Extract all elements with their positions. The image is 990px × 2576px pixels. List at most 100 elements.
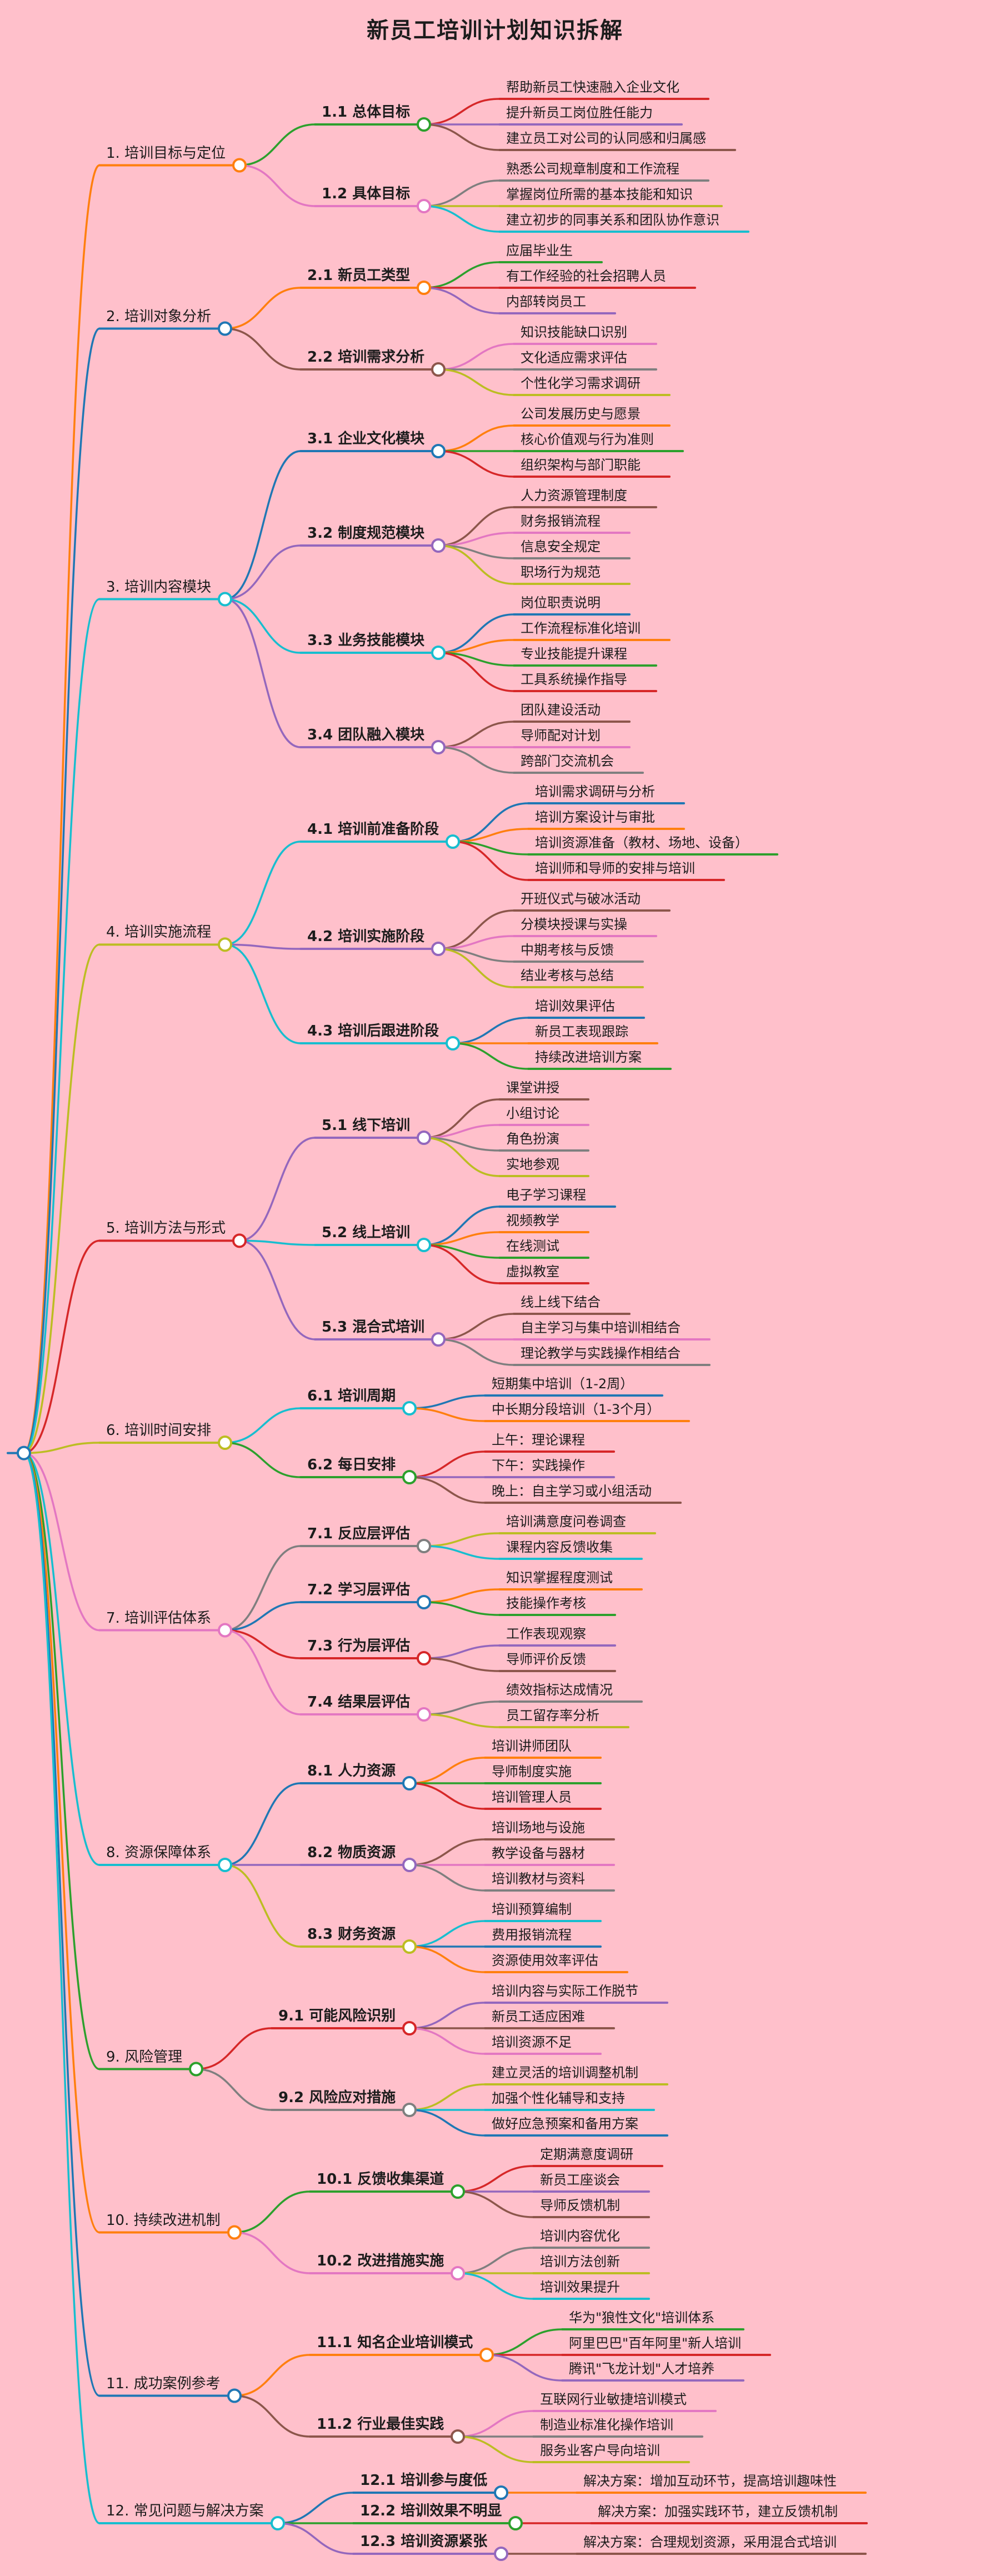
node-junction-dot[interactable] [227,2388,242,2403]
node-junction-dot[interactable] [431,646,446,660]
leaf-label[interactable]: 上午：理论课程 [492,1432,585,1448]
leaf-label[interactable]: 课堂讲授 [506,1080,559,1096]
subtopic-label[interactable]: 10.2 改进措施实施 [317,2253,444,2269]
leaf-label[interactable]: 导师反馈机制 [540,2198,620,2213]
node-junction-dot[interactable] [431,362,446,377]
leaf-label[interactable]: 角色扮演 [506,1131,559,1147]
subtopic-label[interactable]: 11.2 行业最佳实践 [317,2416,444,2433]
node-junction-dot[interactable] [446,1036,460,1051]
leaf-label[interactable]: 建立员工对公司的认同感和归属感 [506,131,706,146]
node-junction-dot[interactable] [402,1858,417,1872]
leaf-label[interactable]: 新员工适应困难 [492,2009,585,2024]
leaf-label[interactable]: 培训满意度问卷调查 [506,1514,626,1529]
leaf-label[interactable]: 资源使用效率评估 [492,1953,598,1968]
leaf-label[interactable]: 实地参观 [506,1157,559,1172]
leaf-label[interactable]: 知识技能缺口识别 [521,324,627,340]
leaf-label[interactable]: 小组讨论 [506,1106,559,1121]
subtopic-label[interactable]: 3.4 团队融入模块 [307,727,425,743]
branch-label[interactable]: 7. 培训评估体系 [106,1609,212,1627]
leaf-label[interactable]: 培训讲师团队 [492,1738,572,1754]
leaf-label[interactable]: 公司发展历史与愿景 [521,406,641,422]
branch-label[interactable]: 9. 风险管理 [106,2048,183,2065]
leaf-label[interactable]: 工具系统操作指导 [521,672,627,687]
leaf-label[interactable]: 培训资源准备（教材、场地、设备） [535,835,748,851]
leaf-label[interactable]: 财务报销流程 [521,513,601,529]
leaf-label[interactable]: 互联网行业敏捷培训模式 [540,2392,687,2407]
leaf-label[interactable]: 内部转岗员工 [506,294,586,309]
leaf-label[interactable]: 中期考核与反馈 [521,942,614,958]
leaf-label[interactable]: 新员工表现跟踪 [535,1024,628,1039]
leaf-label[interactable]: 培训内容优化 [540,2228,620,2244]
node-junction-dot[interactable] [451,2184,465,2199]
leaf-label[interactable]: 结业考核与总结 [521,968,614,983]
branch-label[interactable]: 2. 培训对象分析 [106,308,212,325]
subtopic-label[interactable]: 4.1 培训前准备阶段 [307,821,439,838]
subtopic-label[interactable]: 8.3 财务资源 [307,1926,396,1943]
subtopic-label[interactable]: 12.2 培训效果不明显 [360,2503,502,2519]
leaf-label[interactable]: 解决方案：合理规划资源，采用混合式培训 [583,2534,837,2550]
subtopic-label[interactable]: 5.3 混合式培训 [322,1319,425,1335]
branch-label[interactable]: 8. 资源保障体系 [106,1844,212,1861]
branch-label[interactable]: 11. 成功案例参考 [106,2375,221,2392]
node-junction-dot[interactable] [402,1939,417,1954]
node-junction-dot[interactable] [417,199,431,213]
leaf-label[interactable]: 文化适应需求评估 [521,350,627,366]
leaf-label[interactable]: 加强个性化辅导和支持 [492,2090,625,2106]
subtopic-label[interactable]: 4.2 培训实施阶段 [307,928,425,945]
node-junction-dot[interactable] [479,2348,494,2362]
leaf-label[interactable]: 掌握岗位所需的基本技能和知识 [506,187,693,202]
leaf-label[interactable]: 导师评价反馈 [506,1652,586,1667]
leaf-label[interactable]: 团队建设活动 [521,702,601,718]
node-junction-dot[interactable] [218,321,232,336]
subtopic-label[interactable]: 5.1 线下培训 [322,1117,411,1134]
leaf-label[interactable]: 分模块授课与实操 [521,917,627,932]
branch-label[interactable]: 12. 常见问题与解决方案 [106,2503,264,2519]
node-junction-dot[interactable] [402,1776,417,1790]
subtopic-label[interactable]: 8.2 物质资源 [307,1844,396,1861]
leaf-label[interactable]: 培训方法创新 [540,2254,620,2269]
node-junction-dot[interactable] [446,834,460,849]
subtopic-label[interactable]: 12.1 培训参与度低 [360,2472,488,2489]
leaf-label[interactable]: 电子学习课程 [506,1187,586,1203]
node-junction-dot[interactable] [508,2516,523,2530]
node-junction-dot[interactable] [232,158,247,173]
node-junction-dot[interactable] [417,1131,431,1145]
subtopic-label[interactable]: 8.1 人力资源 [307,1763,396,1779]
node-junction-dot[interactable] [417,1238,431,1252]
leaf-label[interactable]: 培训场地与设施 [492,1820,585,1835]
leaf-label[interactable]: 培训效果提升 [540,2279,620,2295]
leaf-label[interactable]: 开班仪式与破冰活动 [521,891,641,907]
leaf-label[interactable]: 知识掌握程度测试 [506,1570,613,1585]
branch-label[interactable]: 1. 培训目标与定位 [106,144,226,162]
node-junction-dot[interactable] [402,1470,417,1484]
subtopic-label[interactable]: 10.1 反馈收集渠道 [317,2171,444,2188]
leaf-label[interactable]: 工作流程标准化培训 [521,621,641,636]
leaf-label[interactable]: 持续改进培训方案 [535,1049,642,1065]
leaf-label[interactable]: 技能操作考核 [506,1595,586,1611]
subtopic-label[interactable]: 9.1 可能风险识别 [278,2008,396,2024]
subtopic-label[interactable]: 1.2 具体目标 [322,186,411,202]
leaf-label[interactable]: 短期集中培训（1-2周） [492,1376,634,1392]
leaf-label[interactable]: 线上线下结合 [521,1294,601,1310]
node-junction-dot[interactable] [218,937,232,952]
node-junction-dot[interactable] [402,2021,417,2035]
leaf-label[interactable]: 员工留存率分析 [506,1708,599,1723]
leaf-label[interactable]: 晚上：自主学习或小组活动 [492,1483,652,1499]
leaf-label[interactable]: 下午：实践操作 [492,1458,585,1473]
subtopic-label[interactable]: 6.1 培训周期 [307,1388,396,1404]
node-junction-dot[interactable] [431,538,446,553]
leaf-label[interactable]: 课程内容反馈收集 [506,1539,613,1555]
node-junction-dot[interactable] [218,1858,232,1872]
node-junction-dot[interactable] [417,117,431,132]
leaf-label[interactable]: 自主学习与集中培训相结合 [521,1320,681,1335]
node-junction-dot[interactable] [271,2516,285,2530]
leaf-label[interactable]: 视频教学 [506,1213,559,1228]
subtopic-label[interactable]: 2.2 培训需求分析 [307,349,425,366]
node-junction-dot[interactable] [451,2429,465,2444]
node-junction-dot[interactable] [218,1623,232,1638]
node-junction-dot[interactable] [417,1651,431,1665]
node-junction-dot[interactable] [402,1401,417,1415]
leaf-label[interactable]: 做好应急预案和备用方案 [492,2116,638,2132]
subtopic-label[interactable]: 3.3 业务技能模块 [307,632,425,649]
node-junction-dot[interactable] [417,1707,431,1722]
